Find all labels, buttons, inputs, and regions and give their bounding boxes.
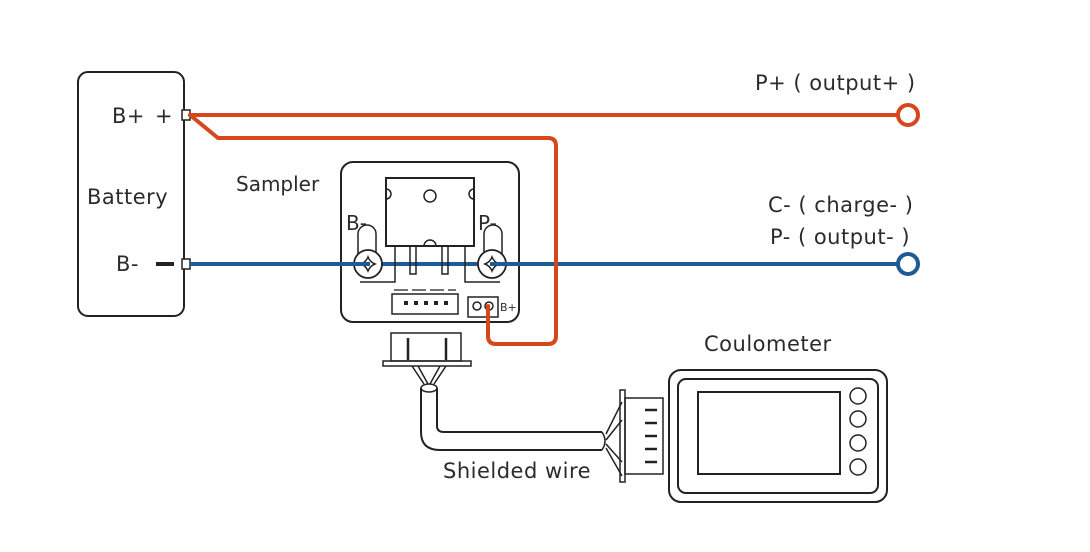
battery-label: Battery	[87, 185, 168, 209]
shielded-cable: Shielded wire	[382, 332, 664, 483]
connector-pins	[404, 301, 448, 305]
battery-negative-label: B-	[116, 252, 139, 276]
sense-screw-icon	[472, 301, 482, 311]
sampler: B- P- B+ Sampler	[190, 144, 560, 338]
battery-body	[77, 71, 185, 317]
negative-output-terminal-icon	[896, 252, 920, 276]
shunt-block	[385, 177, 475, 247]
coulometer-body	[668, 369, 888, 503]
sampler-sense-wire	[188, 113, 558, 346]
charge-negative-label: C- ( charge- )	[768, 193, 913, 217]
coulometer-button-icon[interactable]	[849, 434, 867, 452]
shielded-wire-label: Shielded wire	[443, 459, 591, 483]
sense-terminal-block	[467, 296, 499, 318]
left-tab	[360, 245, 396, 283]
shunt-pin	[409, 245, 417, 275]
right-tab	[464, 245, 500, 283]
shunt-notch-left	[385, 188, 392, 200]
coulometer-bezel	[677, 378, 879, 494]
shunt-hole-icon	[423, 189, 437, 203]
sampler-right-terminal-label: P-	[478, 211, 497, 235]
coulometer: Coulometer	[668, 332, 888, 503]
sampler-label: Sampler	[236, 172, 320, 196]
coulometer-plug-pins	[645, 408, 657, 464]
positive-output-terminal-icon	[896, 103, 920, 127]
battery-positive-sign: +	[155, 104, 173, 128]
sampler-connector	[391, 293, 459, 315]
sampler-plug	[390, 332, 462, 362]
coulometer-button-icon[interactable]	[849, 387, 867, 405]
plug-flange	[382, 360, 472, 367]
coulometer-plug	[624, 397, 664, 475]
positive-wires	[188, 103, 920, 346]
battery-positive-label: B+	[112, 104, 145, 128]
right-post	[483, 224, 503, 262]
coulometer-button-icon[interactable]	[849, 410, 867, 428]
cable-end-right	[601, 431, 606, 451]
output-negative-label: P- ( output- )	[770, 225, 910, 249]
sampler-left-terminal-label: B-	[346, 211, 367, 235]
cable-split-right	[605, 401, 623, 477]
battery-negative-sign	[156, 262, 174, 266]
coulometer-button-icon[interactable]	[849, 458, 867, 476]
shunt-notch-bottom	[423, 239, 437, 247]
sampler-board	[340, 161, 520, 323]
positive-output-label: P+ ( output+ )	[755, 71, 916, 95]
sampler-sense-label: B+	[500, 301, 517, 314]
battery-negative-terminal	[181, 258, 191, 270]
coulometer-label: Coulometer	[704, 332, 832, 356]
coulometer-screen	[697, 391, 841, 475]
shunt-pin	[441, 245, 449, 275]
left-post	[357, 224, 377, 262]
cable-jacket	[420, 388, 602, 451]
battery: B+ + Battery B-	[77, 71, 191, 317]
shunt-notch-right	[468, 188, 475, 200]
cable-end	[420, 383, 438, 393]
cable-split	[411, 365, 447, 385]
